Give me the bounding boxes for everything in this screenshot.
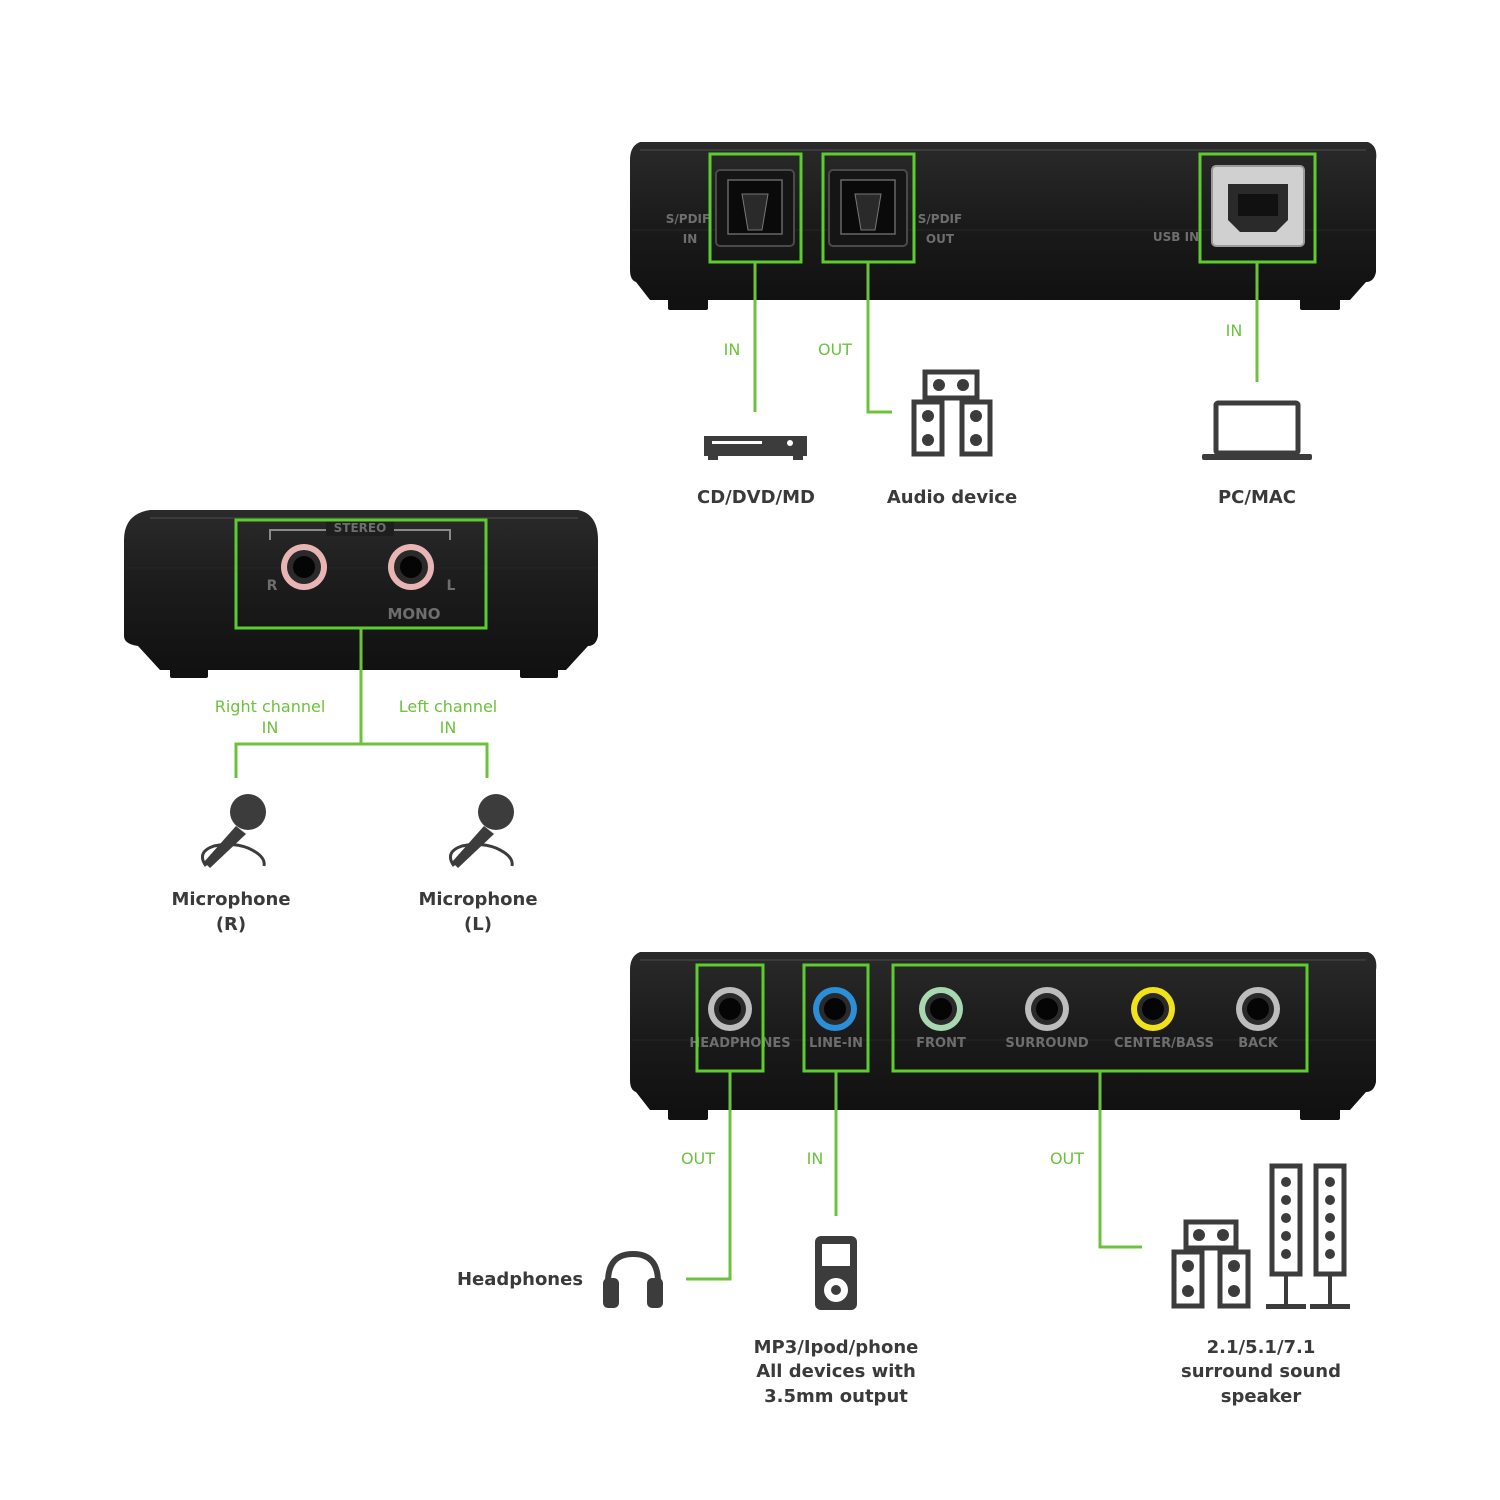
spdif-out-label-2: OUT	[926, 232, 955, 246]
headphones-label: Headphones	[457, 1269, 583, 1290]
mp3-label-3: 3.5mm output	[764, 1386, 908, 1407]
mic-r-jack	[281, 544, 327, 590]
mic-r-label-1: Microphone	[171, 889, 290, 910]
wire-headphones	[686, 1071, 732, 1281]
mic-l-label-2: (L)	[464, 914, 492, 935]
pc-label: PC/MAC	[1218, 487, 1296, 508]
bottom-device: HEADPHONES LINE-IN FRONT SURROUND CENTER…	[630, 952, 1377, 1120]
center-bass-jack	[1131, 987, 1175, 1031]
front-jack	[919, 987, 963, 1031]
tag-headphones: OUT	[681, 1149, 715, 1168]
microphone-r-icon	[200, 794, 266, 868]
mono-label: MONO	[388, 605, 441, 623]
audio-device-label: Audio device	[887, 487, 1017, 508]
spdif-in-port	[715, 169, 795, 247]
surround-jack	[1025, 987, 1069, 1031]
back-jack	[1236, 987, 1280, 1031]
mp3-label-2: All devices with	[756, 1361, 916, 1382]
mp3-label-1: MP3/Ipod/phone	[754, 1337, 919, 1358]
laptop-icon	[1202, 400, 1312, 460]
tag-speakers: OUT	[1050, 1149, 1084, 1168]
l-label: L	[447, 578, 456, 594]
spdif-out-port	[828, 169, 908, 247]
center-port-label: CENTER/BASS	[1114, 1036, 1214, 1051]
r-label: R	[267, 578, 278, 594]
stereo-label: STEREO	[334, 521, 387, 535]
cd-label: CD/DVD/MD	[697, 487, 815, 508]
mp3-player-icon	[815, 1236, 857, 1310]
usb-in-port	[1211, 165, 1305, 247]
headphones-port-label: HEADPHONES	[689, 1036, 790, 1051]
spdif-out-label-1: S/PDIF	[918, 212, 962, 226]
tag-right-2: IN	[262, 718, 279, 737]
tag-spdif-out: OUT	[818, 340, 852, 359]
left-device: STEREO R L MONO	[124, 510, 598, 678]
spdif-in-label-1: S/PDIF	[666, 212, 710, 226]
tag-usb: IN	[1226, 321, 1243, 340]
headphones-jack	[708, 987, 752, 1031]
speakers-label-1: 2.1/5.1/7.1	[1207, 1337, 1316, 1358]
top-device: S/PDIF IN S/PDIF OUT USB IN	[630, 142, 1377, 310]
tag-left-2: IN	[440, 718, 457, 737]
speakers-label-3: speaker	[1221, 1386, 1302, 1407]
mic-l-jack	[388, 544, 434, 590]
mic-r-label-2: (R)	[216, 914, 246, 935]
headphones-icon	[603, 1250, 663, 1308]
usb-in-label: USB IN	[1153, 230, 1199, 244]
mic-l-label-1: Microphone	[418, 889, 537, 910]
audio-device-icon	[911, 369, 993, 457]
back-port-label: BACK	[1238, 1036, 1279, 1051]
tag-left-1: Left channel	[399, 697, 498, 716]
wire-mic-branch	[234, 742, 489, 778]
line-in-port-label: LINE-IN	[809, 1036, 863, 1051]
cd-player-icon	[704, 436, 807, 460]
front-port-label: FRONT	[916, 1036, 966, 1051]
wire-spdif-out	[866, 262, 892, 414]
line-in-jack	[813, 987, 857, 1031]
spdif-in-label-2: IN	[683, 232, 698, 246]
surround-port-label: SURROUND	[1005, 1036, 1088, 1051]
tag-right-1: Right channel	[215, 697, 326, 716]
wire-speakers	[1098, 1071, 1142, 1249]
tag-spdif-in: IN	[724, 340, 741, 359]
speakers-label-2: surround sound	[1181, 1361, 1341, 1382]
microphone-l-icon	[448, 794, 514, 868]
surround-speakers-icon	[1171, 1163, 1350, 1309]
tag-line-in: IN	[807, 1149, 824, 1168]
